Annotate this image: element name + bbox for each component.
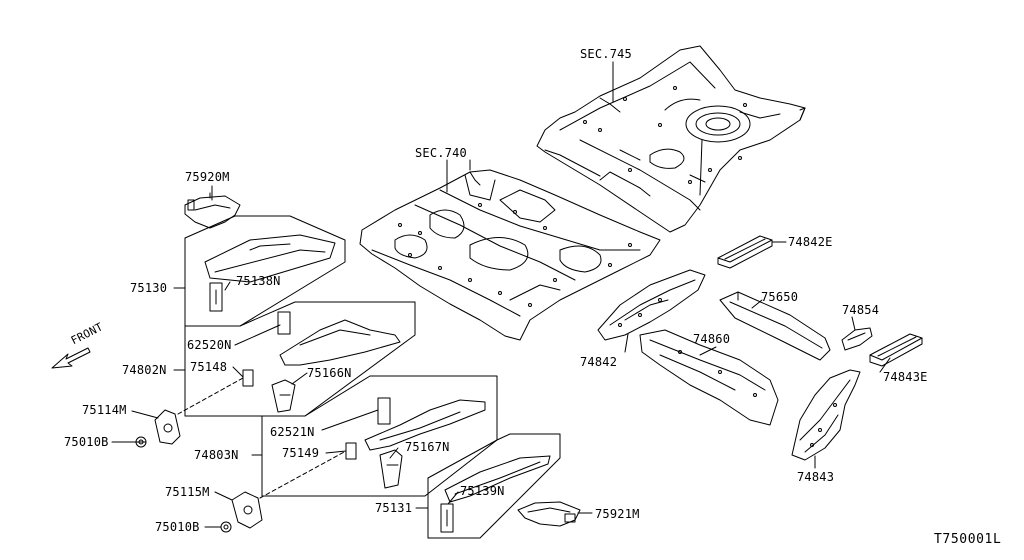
part-74843-shape bbox=[791, 369, 861, 461]
label-75148[interactable]: 75148 bbox=[190, 360, 228, 374]
rear-floor-panel bbox=[536, 45, 806, 233]
part-74860-shape bbox=[639, 329, 779, 426]
label-74842[interactable]: 74842 bbox=[580, 355, 618, 369]
label-75139N[interactable]: 75139N bbox=[460, 484, 505, 498]
part-75921M-shape bbox=[517, 501, 581, 527]
label-74843E[interactable]: 74843E bbox=[883, 370, 928, 384]
lower-left-brackets bbox=[135, 377, 347, 533]
label-75138N[interactable]: 75138N bbox=[236, 274, 281, 288]
part-74842E-shape bbox=[717, 235, 773, 269]
label-75921M[interactable]: 75921M bbox=[595, 507, 640, 521]
label-sec-745[interactable]: SEC.745 bbox=[580, 47, 632, 61]
part-74854-shape bbox=[841, 327, 873, 351]
label-75010B-lower[interactable]: 75010B bbox=[155, 520, 200, 534]
group-75131-box bbox=[427, 433, 561, 539]
label-62520N[interactable]: 62520N bbox=[187, 338, 232, 352]
front-arrow-icon bbox=[51, 347, 91, 369]
label-75131[interactable]: 75131 bbox=[375, 501, 413, 515]
label-74843[interactable]: 74843 bbox=[797, 470, 835, 484]
group-74803N-box bbox=[261, 375, 498, 497]
label-75167N[interactable]: 75167N bbox=[405, 440, 450, 454]
label-75166N[interactable]: 75166N bbox=[307, 366, 352, 380]
label-75010B-upper[interactable]: 75010B bbox=[64, 435, 109, 449]
diagram-code: T750001L bbox=[934, 532, 1002, 547]
part-74843E-shape bbox=[869, 333, 923, 367]
label-75130[interactable]: 75130 bbox=[130, 281, 168, 295]
leader-lines bbox=[111, 61, 891, 528]
label-75920M[interactable]: 75920M bbox=[185, 170, 230, 184]
label-75114M[interactable]: 75114M bbox=[82, 403, 127, 417]
label-75650[interactable]: 75650 bbox=[761, 290, 799, 304]
label-74803N[interactable]: 74803N bbox=[194, 448, 239, 462]
part-74842-shape bbox=[597, 269, 706, 341]
front-floor-panel bbox=[359, 159, 661, 341]
group-74802N-box bbox=[184, 301, 416, 417]
label-74860[interactable]: 74860 bbox=[693, 332, 731, 346]
label-62521N[interactable]: 62521N bbox=[270, 425, 315, 439]
label-74842E[interactable]: 74842E bbox=[788, 235, 833, 249]
label-sec-740[interactable]: SEC.740 bbox=[415, 146, 467, 160]
part-75650-shape bbox=[719, 291, 831, 361]
label-75149[interactable]: 75149 bbox=[282, 446, 320, 460]
label-74802N[interactable]: 74802N bbox=[122, 363, 167, 377]
group-75130-box bbox=[184, 215, 346, 327]
label-74854[interactable]: 74854 bbox=[842, 303, 880, 317]
label-75115M[interactable]: 75115M bbox=[165, 485, 210, 499]
